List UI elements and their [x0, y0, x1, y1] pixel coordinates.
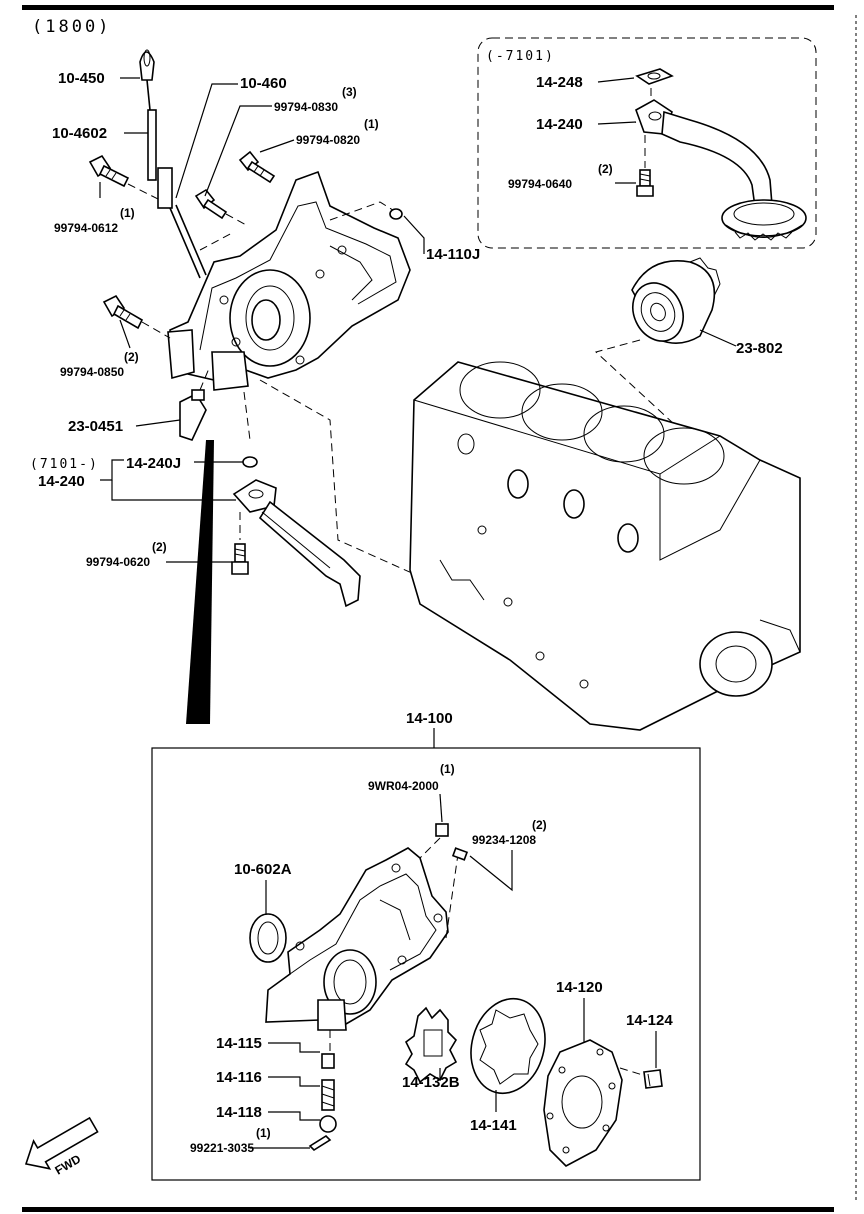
bolt-99794-0850-drawing — [102, 294, 144, 330]
label-10-450: 10-450 — [58, 70, 105, 87]
label-14-100: 14-100 — [406, 710, 453, 727]
oil-pump-upper-drawing — [167, 170, 411, 391]
bolt-99794-0830-drawing — [194, 188, 228, 220]
screw-14-124-drawing — [643, 1069, 663, 1089]
seat-14-118 — [319, 1115, 337, 1133]
dash-filter-block — [594, 339, 701, 449]
label-99221-3035: 99221-3035 — [190, 1141, 254, 1155]
plunger-14-115 — [321, 1053, 335, 1069]
qty-99234-1208: (2) — [532, 818, 547, 832]
label-14-118: 14-118 — [216, 1104, 262, 1121]
bolt-99794-0620-drawing — [231, 543, 249, 575]
dipstick-drawing — [139, 49, 207, 279]
qty-99794-0620: (2) — [152, 540, 167, 554]
bolt-99794-0612-drawing — [88, 154, 130, 188]
label-14-248: 14-248 — [536, 74, 583, 91]
gasket-14-248-drawing — [635, 68, 674, 85]
oil-strainer-lower-drawing — [232, 479, 361, 608]
model-code: (1800) — [32, 17, 111, 37]
oil-filter-drawing — [631, 257, 721, 344]
sensor-23-0451-drawing — [179, 389, 207, 441]
qty-99794-0612: (1) — [120, 206, 135, 220]
plug-9WR04-2000 — [435, 823, 449, 837]
qty-99794-0850: (2) — [124, 350, 139, 364]
o-ring-14-240J — [242, 456, 258, 468]
qty-9WR04-2000: (1) — [440, 762, 455, 776]
label-10-460: 10-460 — [240, 75, 287, 92]
spring-14-116 — [321, 1079, 335, 1111]
label-99794-0820: 99794-0820 — [296, 133, 360, 147]
fwd-arrow-icon — [24, 1116, 99, 1170]
outer-rotor-14-141-drawing — [470, 997, 546, 1095]
oil-strainer-upper-drawing — [635, 99, 807, 241]
detail-arrow — [186, 440, 214, 724]
qty-99221-3035: (1) — [256, 1126, 271, 1140]
label-14-240-upper: 14-240 — [536, 116, 583, 133]
label-99794-0830: 99794-0830 — [274, 100, 338, 114]
label-14-115: 14-115 — [216, 1035, 262, 1052]
bottom-border-bar — [22, 1207, 834, 1212]
label-14-141: 14-141 — [470, 1117, 517, 1134]
oil-seal-10-602A-drawing — [249, 913, 287, 963]
label-99794-0620: 99794-0620 — [86, 555, 150, 569]
label-99234-1208: 99234-1208 — [472, 833, 536, 847]
qty-99794-0640: (2) — [598, 162, 613, 176]
inset-box-early — [477, 37, 817, 249]
label-14-124: 14-124 — [626, 1012, 673, 1029]
pin-99234-1208 — [451, 847, 469, 861]
inner-rotor-14-132B-drawing — [404, 1006, 458, 1084]
label-23-0451: 23-0451 — [68, 418, 123, 435]
label-14-116: 14-116 — [216, 1069, 262, 1086]
label-14-132B: 14-132B — [402, 1074, 460, 1091]
lower-range-label: (7101-) — [30, 457, 99, 472]
label-9WR04-2000: 9WR04-2000 — [368, 779, 439, 793]
label-14-110J: 14-110J — [426, 246, 480, 263]
dash-pump-block — [259, 379, 415, 575]
qty-99794-0830: (3) — [342, 85, 357, 99]
split-pin-99221-3035 — [308, 1134, 332, 1152]
bolt-99794-0640-drawing — [636, 169, 654, 197]
oil-pump-body-drawing — [265, 847, 449, 1031]
label-99794-0640: 99794-0640 — [508, 177, 572, 191]
inset-range-label: (-7101) — [486, 49, 555, 64]
label-14-240-lower: 14-240 — [38, 473, 85, 490]
pump-cover-14-120-drawing — [543, 1039, 623, 1167]
label-14-120: 14-120 — [556, 979, 603, 996]
pump-detail-box — [151, 747, 701, 1181]
label-10-4602: 10-4602 — [52, 125, 107, 142]
engine-block-drawing — [409, 361, 801, 731]
top-border-bar — [22, 5, 834, 10]
label-99794-0612: 99794-0612 — [54, 221, 118, 235]
bolt-99794-0820-drawing — [238, 150, 276, 184]
qty-99794-0820: (1) — [364, 117, 379, 131]
label-10-602A: 10-602A — [234, 861, 292, 878]
label-14-240J: 14-240J — [126, 455, 181, 472]
o-ring-14-110J — [389, 208, 403, 220]
label-23-802: 23-802 — [736, 340, 783, 357]
label-99794-0850: 99794-0850 — [60, 365, 124, 379]
